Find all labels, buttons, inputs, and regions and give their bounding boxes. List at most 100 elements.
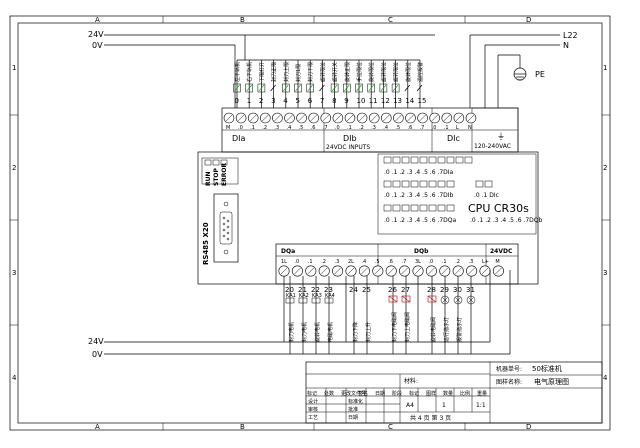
status-led: [446, 204, 455, 212]
contact-box: [355, 83, 363, 93]
bottom-terminal-label: .3: [335, 259, 340, 265]
output-label: 报警指示灯: [456, 317, 463, 342]
status-led: [428, 180, 437, 188]
row-label-3-right: 3: [603, 269, 607, 277]
input-number: 2: [259, 97, 263, 105]
title-header: 更改文件号: [341, 390, 366, 397]
bottom-terminal-label: L+: [482, 259, 489, 265]
contact-box: [379, 83, 388, 93]
led-row-dqa: .0 .1 .2 .3 .4 .5 .6 .7DQa: [384, 217, 456, 224]
input-number: 6: [308, 97, 313, 105]
output-label: 封刀上升: [365, 322, 372, 342]
top-terminal-label: .5: [395, 125, 400, 131]
title-header: 图样: [426, 390, 436, 397]
bottom-terminal-label: 1L: [281, 259, 287, 265]
indicator-lamp-icon: [453, 295, 463, 305]
col-label-b-bottom: B: [240, 423, 245, 431]
output-label: 旋转电机: [314, 322, 321, 342]
output-number: 31: [466, 286, 475, 294]
rail-0v-bottom-label: 0V: [92, 350, 103, 359]
relay-coil-label: KA4: [325, 293, 335, 299]
dqa-label: DQa: [281, 248, 295, 255]
status-led: [419, 204, 428, 212]
input-number: 1: [247, 97, 251, 105]
machine-label: 机器单号:: [496, 365, 522, 373]
dic-label: DIc: [447, 134, 460, 143]
title-row-label: 审核: [308, 406, 318, 413]
title-header: 签名: [358, 390, 368, 397]
top-terminal-label: .4: [383, 125, 388, 131]
status-led: [419, 156, 428, 164]
output-number: 29: [440, 286, 449, 294]
status-led: [401, 156, 410, 164]
relay-coil: [311, 297, 321, 304]
title-row-label: 标准化: [348, 398, 363, 405]
line-n-label: N: [563, 41, 569, 50]
row-label-1-right: 1: [603, 64, 607, 72]
switch-contact: [319, 84, 325, 92]
solenoid-valve-icon: [427, 295, 437, 303]
status-led: [383, 156, 392, 164]
output-circuit-23: 23 电磁电机: [324, 276, 334, 354]
input-number: 13: [393, 97, 402, 105]
bottom-terminal-label: 2L: [348, 259, 354, 265]
status-led: [455, 156, 464, 164]
machine-value: 50标准机: [532, 364, 562, 373]
bottom-terminal-label: .5: [375, 259, 380, 265]
output-label: 电磁电机: [327, 322, 334, 342]
drawing-label: 图样名称:: [496, 378, 522, 386]
input-number: 5: [296, 97, 300, 105]
contact-box: [257, 83, 266, 93]
top-terminal-label: .0: [335, 125, 340, 131]
input-switches: 0左平轨机1右平轨机2下限打开3封刀正限4封刀上限5封刀1限6封刀下限7旋转限位…: [233, 59, 426, 108]
top-terminal-label: .0: [238, 125, 243, 131]
col-label-a-bottom: A: [95, 423, 100, 431]
contact-box: [330, 83, 339, 93]
status-led: [428, 204, 437, 212]
relay-coil-label: KA3: [312, 293, 322, 299]
col-label-a-top: A: [95, 16, 100, 24]
led-indicator-panel: [377, 153, 537, 235]
relay-coil-label: KA2: [299, 293, 309, 299]
rail-0v-top-label: 0V: [92, 41, 103, 50]
bottom-terminal-label: .1: [442, 259, 447, 265]
input-label: 封刀上限: [283, 62, 290, 82]
title-row-label: 批准: [348, 406, 358, 413]
top-terminal-label: .0: [432, 125, 437, 131]
output-circuit-30: 30 报警指示灯: [453, 276, 463, 354]
row-label-4-left: 4: [12, 374, 17, 382]
output-number: 30: [453, 286, 462, 294]
top-terminal-label: .7: [323, 125, 328, 131]
status-led: [383, 204, 392, 212]
contact-box: [391, 83, 400, 93]
relay-coil: [324, 297, 334, 304]
title-header: 处数: [324, 390, 334, 397]
dc-label: 24VDC: [490, 248, 513, 255]
rs485-port: [213, 193, 239, 263]
ground-arrow-icon: ⏚: [497, 132, 505, 141]
contact-box: [367, 83, 375, 93]
contact-box: [245, 83, 253, 93]
line-l-label: L22: [563, 31, 578, 40]
row-label-3-left: 3: [12, 269, 16, 277]
output-number: 20: [285, 286, 294, 294]
top-terminal-label: .3: [371, 125, 376, 131]
material-label: 材料:: [404, 377, 418, 385]
solenoid-valve-icon: [388, 295, 398, 303]
title-block: 机器单号: 50标准机 材料: 图样名称: 电气原理图 标记处数更改文件号签名日…: [305, 361, 603, 424]
status-led: [437, 156, 446, 164]
output-number: 23: [324, 286, 333, 294]
top-terminal-label: N: [468, 125, 472, 131]
top-terminal-label: .5: [299, 125, 304, 131]
bottom-terminal-label: .4: [361, 259, 366, 265]
output-number: 25: [362, 286, 371, 294]
